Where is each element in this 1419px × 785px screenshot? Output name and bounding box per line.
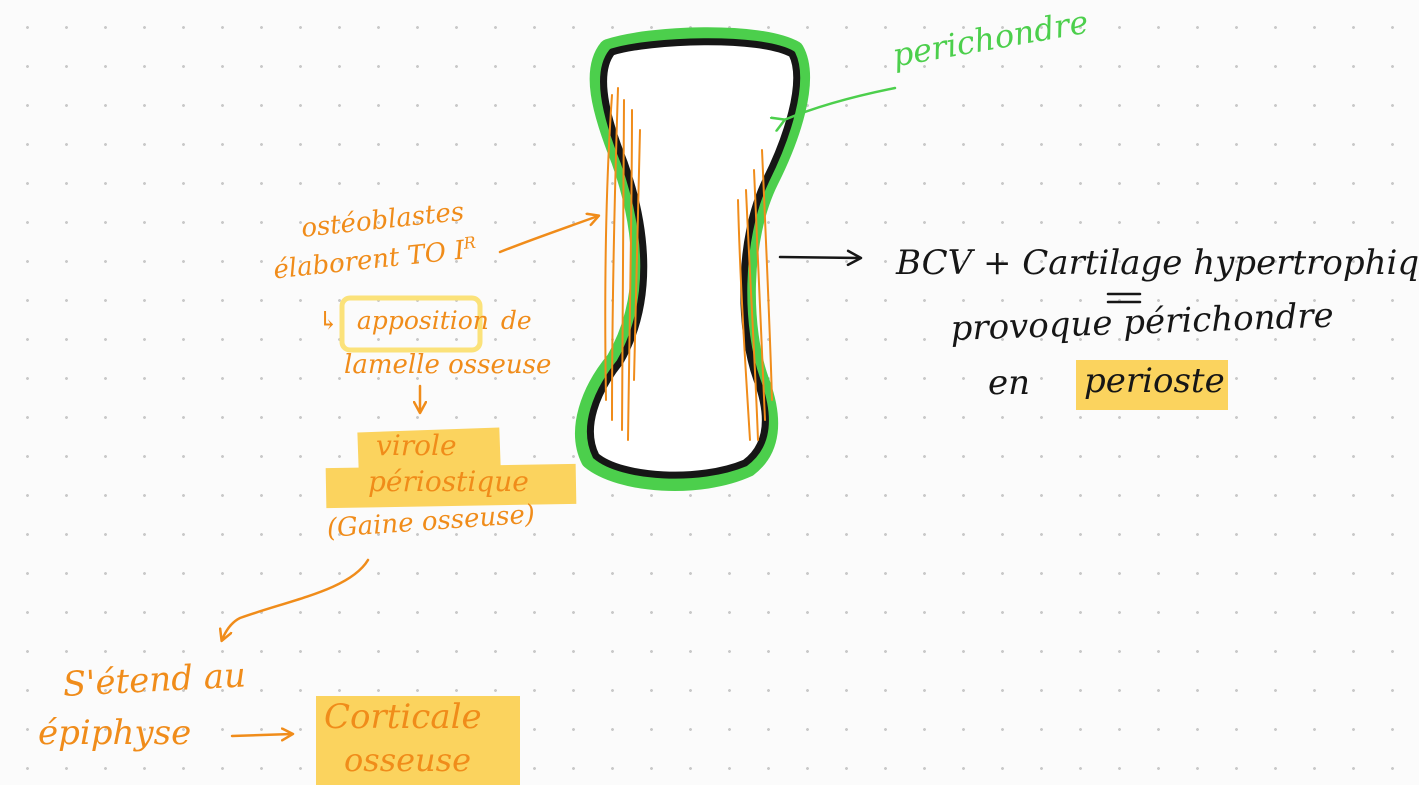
periostique-label: périostique (368, 465, 529, 498)
extend-arrow (222, 558, 370, 640)
osseuse-label: osseuse (344, 741, 472, 779)
right-lamellae (737, 149, 773, 441)
cartilage-underline (1106, 292, 1142, 304)
apposition-de-label: de (500, 306, 532, 335)
apposition-arrow-glyph: ↳ (318, 306, 339, 335)
perioste-highlight (1076, 360, 1228, 410)
epiphyse-label: épiphyse (38, 713, 192, 753)
perioste-label: perioste (1084, 361, 1225, 401)
s-etend-label: S'étend au (61, 655, 247, 705)
virole-label: virole (376, 429, 457, 462)
bcv-line: BCV + Cartilage hypertrophique (896, 243, 1419, 283)
left-lamellae (604, 87, 641, 441)
epiphyse-arrow (230, 734, 292, 736)
result-arrow (778, 249, 863, 267)
apposition-label: apposition (356, 306, 489, 335)
en-label: en (988, 363, 1031, 403)
apposition-line: ↳ apposition de (318, 308, 532, 333)
corticale-highlight (316, 696, 520, 785)
corticale-label: Corticale (324, 697, 482, 737)
osteoblastes-arrow (498, 216, 598, 254)
apposition-box (339, 295, 483, 353)
lamelle-label: lamelle osseuse (344, 350, 552, 380)
elaborent-superscript: R (462, 232, 477, 253)
perichondre-arrow (784, 86, 897, 120)
